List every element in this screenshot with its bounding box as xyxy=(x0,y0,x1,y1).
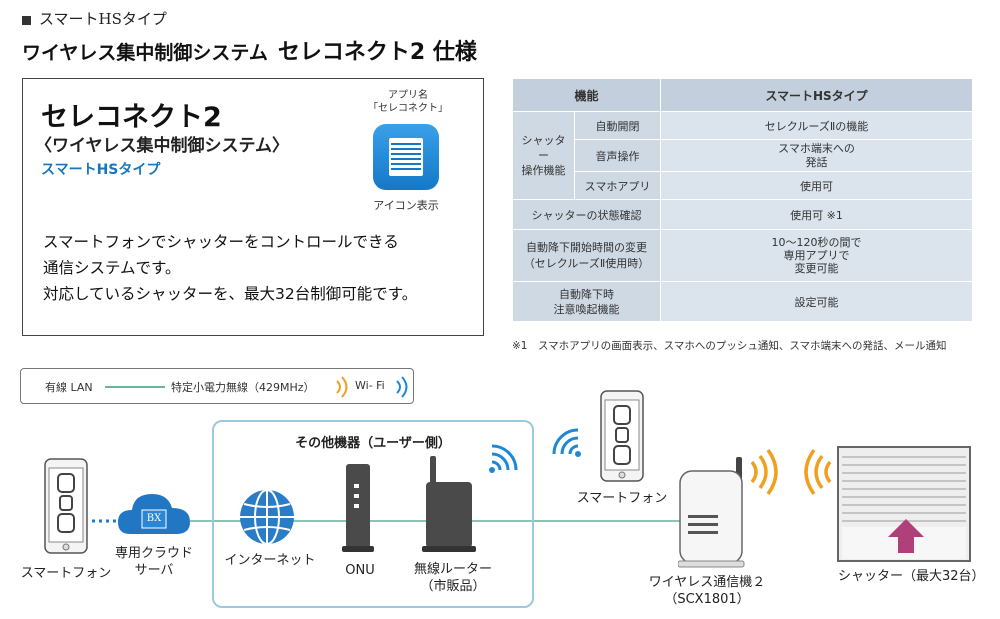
wifi-wave-icon xyxy=(396,376,408,398)
product-subtitle: 〈ワイヤレス集中制御システム〉 xyxy=(35,136,289,156)
legend-radio-label: 特定小電力無線（429MHz） xyxy=(171,381,315,394)
alert-value: 設定可能 xyxy=(660,281,973,322)
radio-wave-icon xyxy=(336,376,348,398)
wireless-unit-icon xyxy=(678,457,745,568)
smartphone-left-label: スマートフォン xyxy=(20,566,112,581)
product-name: セレコネクト2 xyxy=(41,102,222,133)
router-label: 無線ルーター （市販品） xyxy=(413,562,492,594)
section-label: スマートHSタイプ xyxy=(22,8,167,29)
alert-label: 自動降下時 注意喚起機能 xyxy=(512,281,661,322)
page-title: ワイヤレス集中制御システムセレコネクト2 仕様 xyxy=(22,40,477,65)
footnote: ※1 スマホアプリの画面表示、スマホへのプッシュ通知、スマホ端末への発話、メール… xyxy=(512,340,947,352)
delay-label: 自動降下開始時間の変更 （セレクルーズⅡ使用時） xyxy=(512,229,661,282)
smartphone-mid-icon xyxy=(600,390,644,482)
table-header-row: 機能 スマートHSタイプ xyxy=(512,78,973,112)
connection-legend: 有線 LAN 特定小電力無線（429MHz） Wi‐ Fi xyxy=(20,368,414,404)
header-type: スマートHSタイプ xyxy=(660,78,973,112)
legend-wifi-label: Wi‐ Fi xyxy=(355,379,385,392)
smartphone-mid-label: スマートフォン xyxy=(576,491,668,506)
user-devices-title: その他機器（ユーザー側） xyxy=(295,436,451,451)
shutter-icon xyxy=(837,446,971,562)
product-description: スマートフォンでシャッターをコントロールできる 通信システムです。 対応している… xyxy=(43,233,418,303)
icon-caption: アイコン表示 xyxy=(373,199,439,212)
auto-open-label: 自動開閉 xyxy=(574,111,661,140)
wireless-router-icon xyxy=(422,456,476,552)
table-row: スマホアプリ 使用可 xyxy=(513,171,973,200)
wireless-unit-label: ワイヤレス通信機２ （SCX1801） xyxy=(648,575,766,607)
square-bullet-icon xyxy=(22,15,31,25)
radio-wave-shutter-icon xyxy=(804,448,832,496)
product-type: スマートHSタイプ xyxy=(41,162,161,178)
spec-table: 機能 スマートHSタイプ シャッター 操作機能 自動開閉 セレクルーズⅡの機能 … xyxy=(512,78,973,322)
voice-label: 音声操作 xyxy=(574,139,661,172)
status-label: シャッターの状態確認 xyxy=(512,199,661,230)
cloud-icon xyxy=(118,494,190,534)
onu-label: ONU xyxy=(345,563,375,578)
smartphone-left-icon xyxy=(44,458,88,554)
radio-wave-unit-icon xyxy=(750,448,778,496)
header-function: 機能 xyxy=(512,78,661,112)
shutter-label: シャッター（最大32台） xyxy=(838,569,985,584)
table-row: 自動降下時 注意喚起機能 設定可能 xyxy=(512,281,973,322)
delay-value: 10～120秒の間で 専用アプリで 変更可能 xyxy=(660,229,973,282)
legend-wired-label: 有線 LAN xyxy=(45,381,93,394)
voice-value: スマホ端末への 発話 xyxy=(660,139,973,172)
table-row: 音声操作 スマホ端末への 発話 xyxy=(513,139,973,172)
shutter-ops-group: シャッター 操作機能 xyxy=(512,111,575,200)
internet-label: インターネット xyxy=(224,553,316,568)
product-info-box: セレコネクト2 〈ワイヤレス集中制御システム〉 スマートHSタイプ アプリ名 「… xyxy=(22,78,484,336)
shutter-app-icon xyxy=(373,124,439,190)
table-row: シャッターの状態確認 使用可 ※1 xyxy=(512,199,973,230)
app-name-caption: アプリ名 「セレコネクト」 xyxy=(368,90,448,114)
onu-device-icon xyxy=(342,464,374,552)
table-row: 自動降下開始時間の変更 （セレクルーズⅡ使用時） 10～120秒の間で 専用アプ… xyxy=(512,229,973,282)
user-devices-box: その他機器（ユーザー側） xyxy=(212,420,534,608)
globe-icon xyxy=(240,489,294,545)
cloud-label: 専用クラウド サーバ xyxy=(114,546,193,578)
cloud-badge: BX xyxy=(146,513,162,524)
wifi-phone-icon xyxy=(552,428,581,457)
status-value: 使用可 ※1 xyxy=(660,199,973,230)
auto-open-value: セレクルーズⅡの機能 xyxy=(660,111,973,140)
wired-line-icon xyxy=(105,386,165,388)
table-row: シャッター 操作機能 自動開閉 セレクルーズⅡの機能 xyxy=(512,111,973,200)
wifi-router-icon xyxy=(489,444,518,473)
